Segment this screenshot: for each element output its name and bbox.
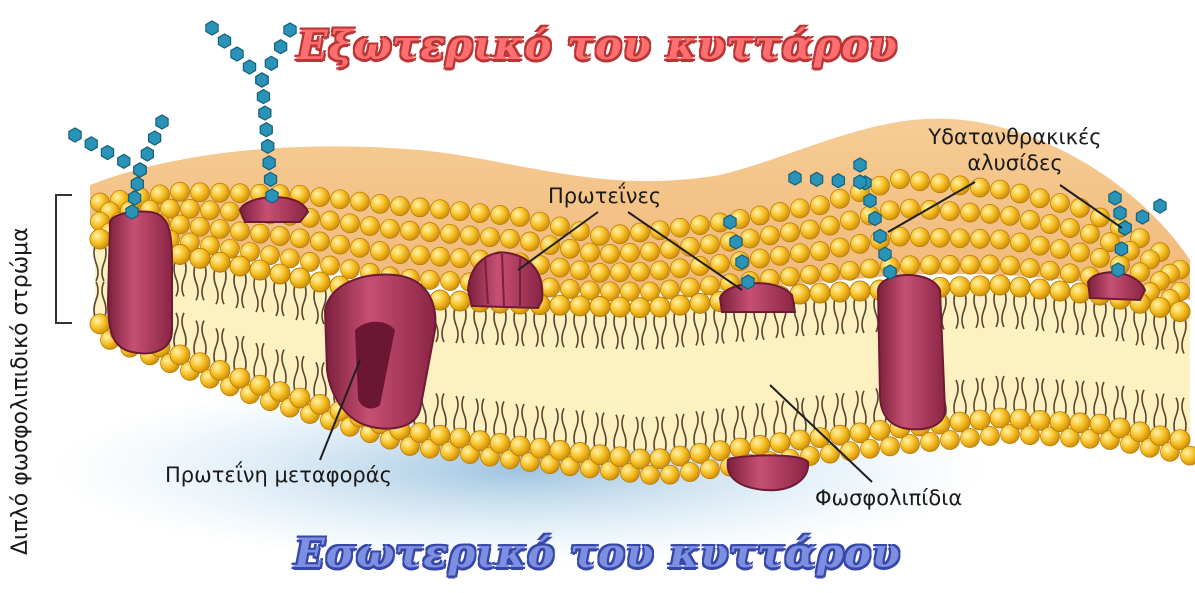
label-proteins: Πρωτεΐνες — [548, 183, 661, 209]
bilayer-bracket — [56, 195, 72, 323]
label-phospholipids: Φωσφολιπίδια — [815, 485, 962, 511]
protein-left-channel — [108, 212, 172, 354]
inside-cell-title: Εσωτερικό του κυττάρου — [0, 530, 1195, 577]
label-carbohydrate-chains: Υδατανθρακικές αλυσίδες — [900, 124, 1130, 177]
bilayer-side-label: Διπλό φωσφολιπιδικό στρώμα — [8, 227, 33, 555]
label-transport-protein: Πρωτεΐνη μεταφοράς — [165, 462, 392, 488]
label-carbohydrate-line1: Υδατανθρακικές — [900, 124, 1130, 150]
outside-cell-title: Εξωτερικό του κυττάρου — [0, 22, 1195, 69]
protein-right-channel — [878, 275, 945, 429]
label-carbohydrate-line2: αλυσίδες — [900, 150, 1130, 176]
